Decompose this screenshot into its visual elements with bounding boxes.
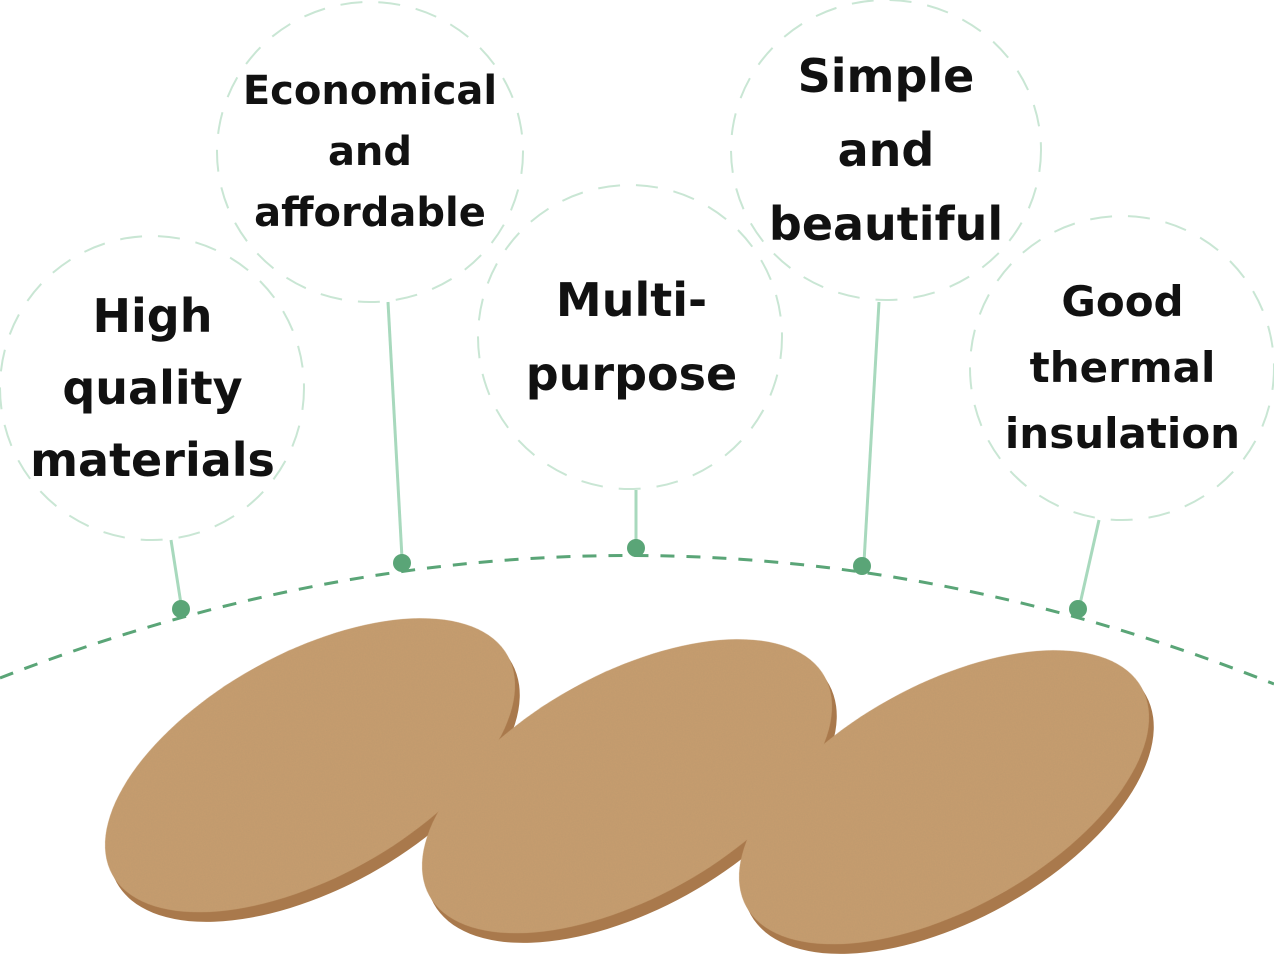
connector-lines [169, 301, 1101, 605]
feature-text-line: Economical [242, 67, 498, 114]
bubble-outline-simple-beautiful [730, 0, 1042, 301]
feature-bubble-simple-beautiful: Simple and beautiful [731, 0, 1041, 300]
cork-coaster-left [105, 618, 520, 922]
bubble-outline-economical [216, 1, 524, 303]
cork-coaster-right [739, 650, 1154, 954]
feature-bubble-economical: Economical and affordable [216, 2, 524, 302]
connector-high-quality [169, 539, 183, 605]
feature-text-line: Multi- [555, 272, 708, 327]
dot-thermal-insulation [1069, 600, 1087, 618]
feature-text-line: affordable [254, 189, 486, 236]
dot-multi-purpose [627, 539, 645, 557]
feature-bubble-multi-purpose: Multi- purpose [480, 185, 783, 488]
feature-text-line: Good [1061, 276, 1184, 326]
feature-text-line: thermal [1029, 342, 1216, 392]
feature-text-line: beautiful [768, 197, 1004, 251]
dot-high-quality [172, 600, 190, 618]
feature-text-line: and [327, 128, 413, 175]
bubble-outline-high-quality [0, 235, 305, 541]
feature-text-line: High [92, 288, 213, 343]
feature-text-line: and [837, 123, 935, 177]
feature-text-line: insulation [1004, 408, 1241, 458]
feature-text-line: purpose [525, 346, 738, 401]
bubble-outline-thermal-insulation [969, 215, 1274, 521]
bubble-outlines [0, 0, 1274, 541]
feature-text-line: Simple [797, 49, 975, 103]
feature-bubble-thermal-insulation: Good thermal insulation [970, 215, 1274, 520]
bubble-outline-multi-purpose [477, 184, 783, 490]
feature-bubble-high-quality: High quality materials [0, 235, 305, 540]
feature-text-line: materials [30, 432, 275, 487]
dot-economical [393, 554, 411, 572]
dot-simple-beautiful [853, 557, 871, 575]
connector-thermal-insulation [1078, 519, 1101, 605]
feature-text-line: quality [62, 360, 243, 415]
connector-economical [386, 301, 404, 559]
cork-coaster-middle [422, 639, 837, 943]
connector-simple-beautiful [862, 301, 881, 563]
arc-dots [172, 539, 1087, 618]
